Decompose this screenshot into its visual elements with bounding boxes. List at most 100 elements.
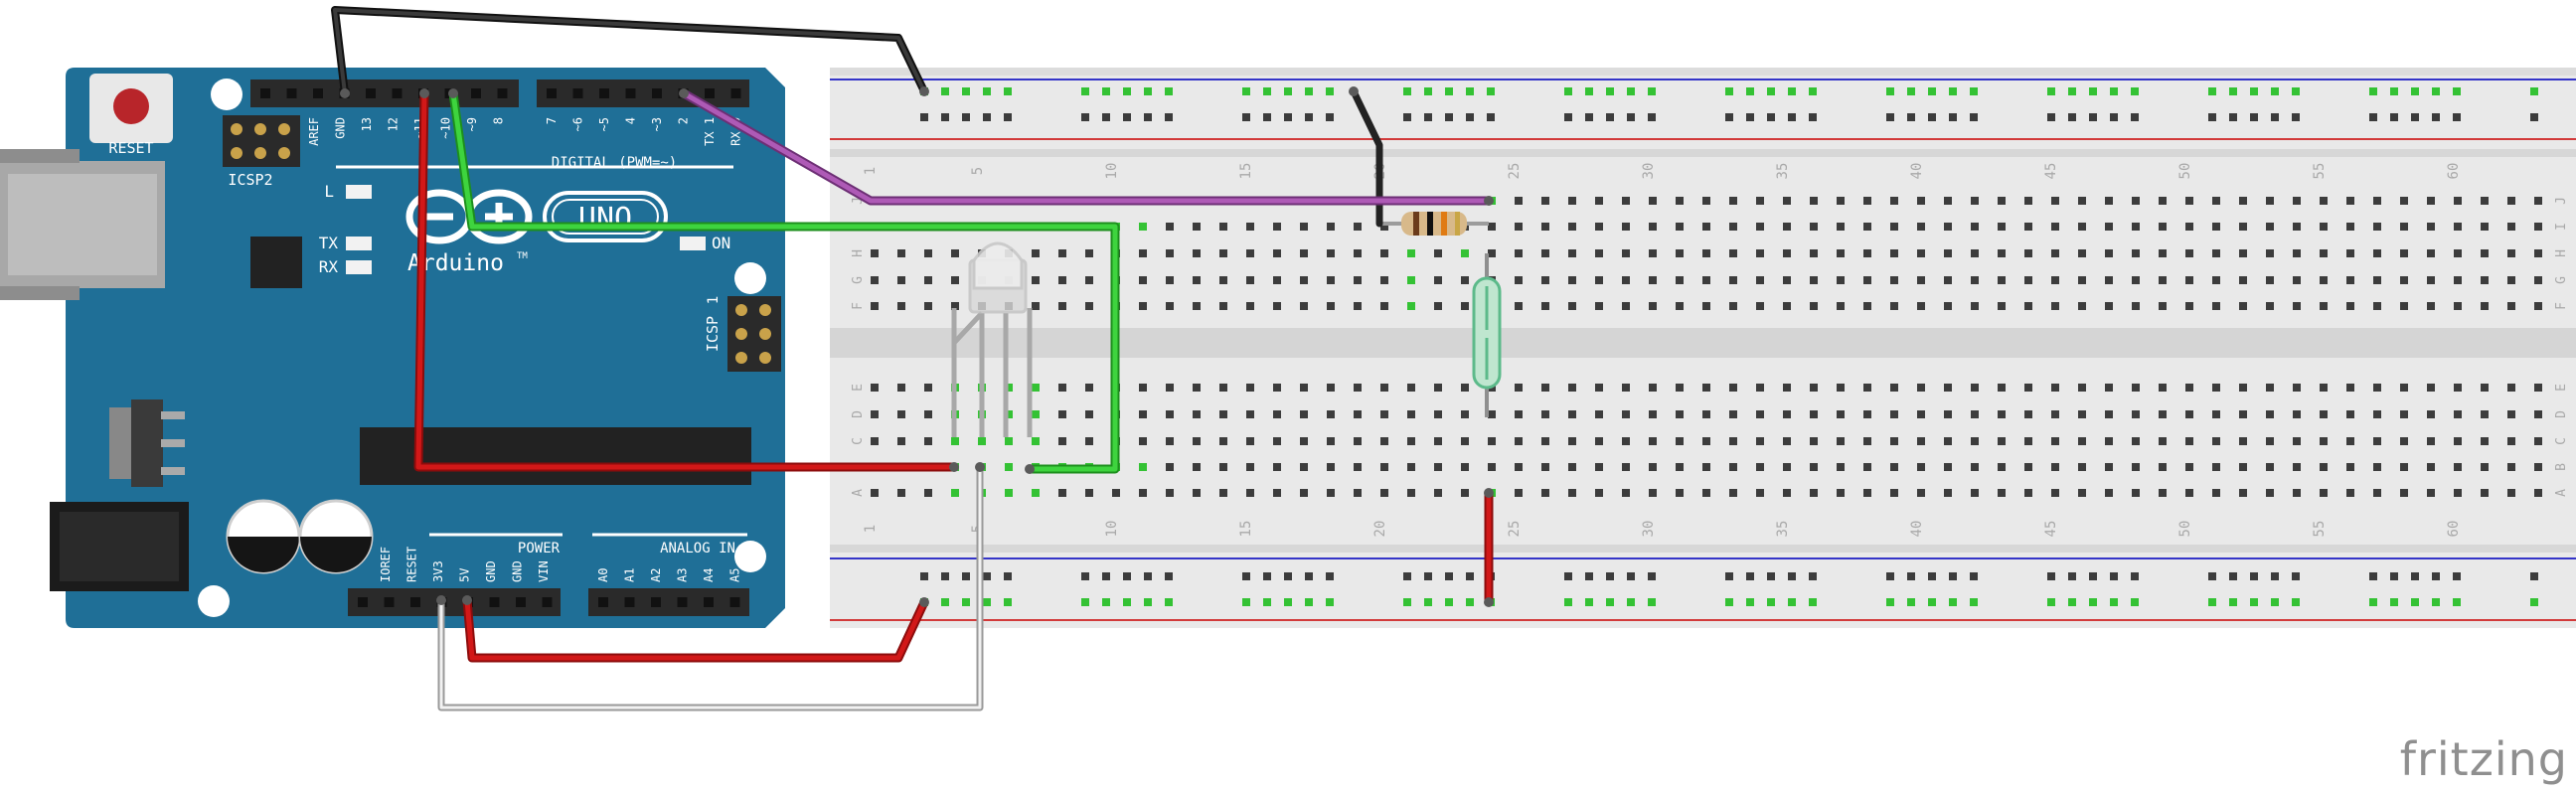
breadboard-hole	[871, 384, 879, 392]
breadboard-hole	[1354, 249, 1362, 257]
breadboard-hole	[1729, 223, 1737, 231]
icsp2-pin	[254, 123, 266, 135]
breadboard-hole	[1837, 302, 1845, 310]
analog-label: ANALOG IN	[660, 541, 735, 556]
rail-hole	[1809, 598, 1817, 606]
row-letter: C	[851, 437, 866, 445]
breadboard-hole	[1461, 489, 1469, 497]
power-header	[348, 588, 561, 616]
breadboard-hole	[1756, 384, 1764, 392]
breadboard-hole	[1354, 410, 1362, 418]
rail-hole	[2110, 572, 2118, 580]
mount-hole	[734, 541, 766, 572]
breadboard-hole	[1595, 249, 1603, 257]
breadboard-hole	[2159, 489, 2167, 497]
pin-label: ~9	[465, 117, 479, 131]
breadboard-hole	[2481, 437, 2489, 445]
breadboard-hole	[2481, 489, 2489, 497]
breadboard-hole	[1139, 489, 1147, 497]
breadboard-hole	[1273, 437, 1281, 445]
breadboard-hole	[2373, 249, 2381, 257]
breadboard-hole	[2320, 302, 2328, 310]
rail-hole	[2047, 598, 2055, 606]
breadboard-hole	[1541, 437, 1549, 445]
breadboard-hole	[1219, 437, 1227, 445]
breadboard-hole	[1380, 489, 1388, 497]
rail-hole	[2131, 87, 2139, 95]
breadboard-hole	[951, 437, 959, 445]
rail-hole	[2530, 598, 2538, 606]
breadboard-hole	[1783, 384, 1791, 392]
breadboard-hole	[2239, 249, 2247, 257]
breadboard-hole	[897, 249, 905, 257]
column-number: 30	[1641, 521, 1657, 538]
breadboard-hole	[897, 489, 905, 497]
capacitor-stripe	[300, 537, 372, 572]
rail-hole	[1585, 113, 1593, 121]
rail-hole	[1907, 113, 1915, 121]
breadboard-hole	[1568, 463, 1576, 471]
digital-label: DIGITAL (PWM=~)	[552, 155, 677, 171]
breadboard-hole	[1568, 197, 1576, 205]
breadboard-hole	[1676, 463, 1684, 471]
breadboard-hole	[1998, 302, 2006, 310]
breadboard-hole	[2239, 463, 2247, 471]
rail-hole	[1648, 598, 1656, 606]
pin-label: ~5	[597, 117, 611, 131]
breadboard-hole	[1407, 463, 1415, 471]
breadboard-hole	[2078, 463, 2086, 471]
rail-hole	[1886, 113, 1894, 121]
rail-hole	[1263, 572, 1271, 580]
breadboard-hole	[2481, 384, 2489, 392]
breadboard-hole	[1461, 249, 1469, 257]
breadboard-hole	[2159, 276, 2167, 284]
breadboard-hole	[2212, 463, 2220, 471]
breadboard-hole	[1837, 276, 1845, 284]
breadboard-hole	[897, 384, 905, 392]
breadboard-hole	[2427, 197, 2435, 205]
breadboard-hole	[2051, 489, 2059, 497]
rail-hole	[2432, 598, 2440, 606]
breadboard-hole	[1702, 384, 1710, 392]
tx-led	[346, 237, 372, 250]
breadboard-hole	[1971, 276, 1979, 284]
rail-hole	[1242, 572, 1250, 580]
breadboard-hole	[1354, 463, 1362, 471]
pin-label: A0	[596, 568, 610, 582]
column-number: 35	[1775, 163, 1791, 180]
rail-hole	[962, 87, 970, 95]
breadboard-hole	[1354, 302, 1362, 310]
breadboard-hole	[1702, 463, 1710, 471]
breadboard-hole	[1837, 223, 1845, 231]
breadboard-hole	[2320, 410, 2328, 418]
rail-hole	[2110, 87, 2118, 95]
wire-endpoint	[975, 462, 985, 472]
breadboard-hole	[1702, 223, 1710, 231]
breadboard-hole	[1944, 437, 1952, 445]
breadboard-hole	[1273, 489, 1281, 497]
breadboard-hole	[2320, 384, 2328, 392]
breadboard-hole	[2427, 463, 2435, 471]
breadboard-hole	[2454, 197, 2462, 205]
breadboard-hole	[1783, 197, 1791, 205]
breadboard-hole	[2507, 489, 2515, 497]
breadboard-hole	[2266, 249, 2274, 257]
breadboard-hole	[2481, 276, 2489, 284]
breadboard-hole	[2132, 302, 2140, 310]
header-pin	[358, 597, 368, 607]
rail-hole	[1263, 598, 1271, 606]
rail-hole	[1648, 113, 1656, 121]
breadboard-hole	[2346, 384, 2354, 392]
rail-hole	[2432, 572, 2440, 580]
breadboard-hole	[2400, 223, 2408, 231]
regulator-pin	[161, 411, 185, 419]
breadboard-hole	[1246, 276, 1254, 284]
rail-hole	[1725, 87, 1733, 95]
breadboard-hole	[2078, 249, 2086, 257]
breadboard-hole	[2078, 302, 2086, 310]
breadboard-hole	[1058, 437, 1066, 445]
breadboard-hole	[1058, 384, 1066, 392]
breadboard-hole	[1917, 489, 1925, 497]
breadboard-hole	[1461, 276, 1469, 284]
rail-hole	[2369, 572, 2377, 580]
